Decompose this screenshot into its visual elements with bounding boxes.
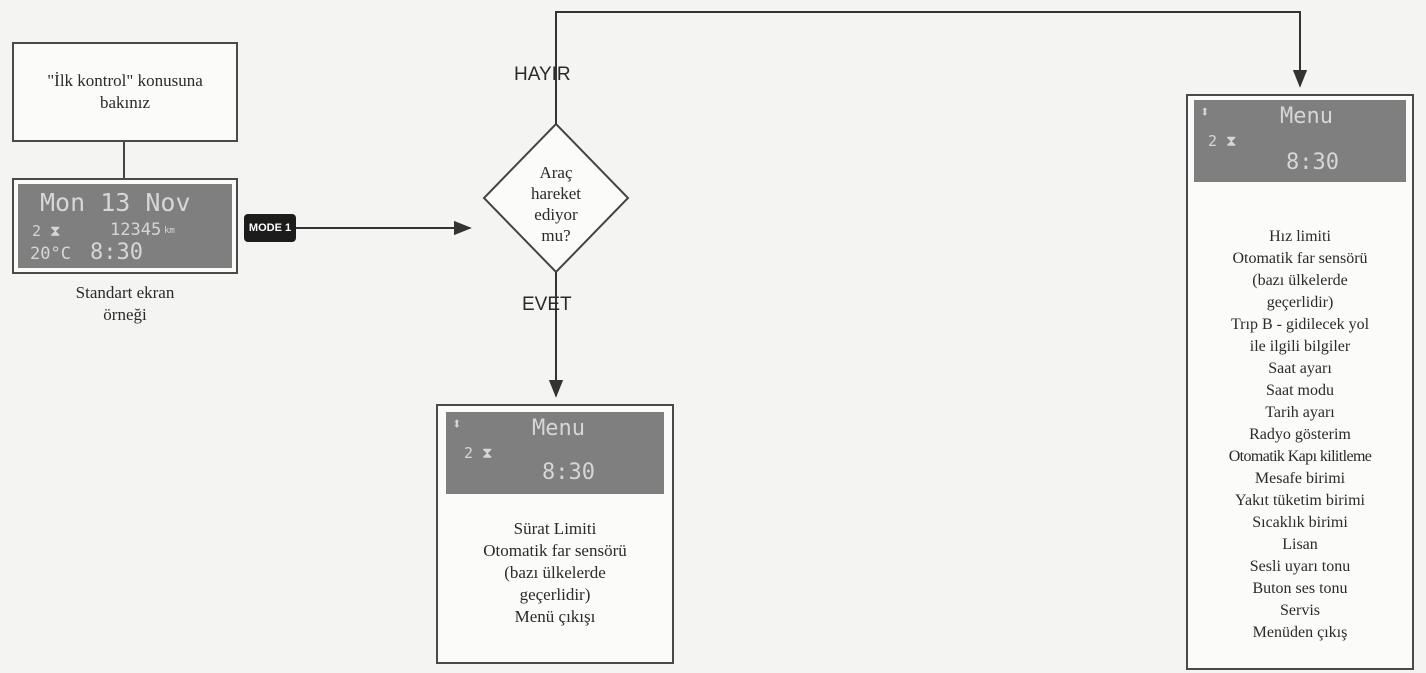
decision-line-4: mu? [541, 226, 571, 245]
menu-item: Otomatik Kapı kilitleme [1228, 448, 1372, 465]
menu-item: Yakıt tüketim birimi [1235, 492, 1365, 509]
moving-menu-box: ⬍ Menu 2 ⧗ 8:30 Sürat Limiti Otomatik fa… [436, 404, 674, 664]
menu-item: Trıp B - gidilecek yol [1230, 316, 1370, 333]
display-time: 8:30 [90, 240, 143, 265]
menu-icon-indicator: 2 ⧗ [464, 444, 493, 462]
menu-item: Radyo gösterim [1249, 426, 1351, 443]
moving-menu-lcd: ⬍ Menu 2 ⧗ 8:30 [446, 412, 664, 494]
menu-item: Buton ses tonu [1252, 580, 1348, 597]
standard-display: Mon 13 Nov 2 ⧗ 12345 km 20°C 8:30 [12, 178, 238, 274]
display-temperature: 20°C [30, 244, 71, 264]
menu-icon-indicator: 2 ⧗ [1208, 132, 1237, 150]
menu-title: Menu [1280, 104, 1333, 129]
display-icon-indicator: 2 ⧗ [32, 222, 61, 240]
menu-item: geçerlidir) [1266, 294, 1334, 311]
note-line-2: bakınız [99, 93, 151, 112]
menu-item: geçerlidir) [519, 585, 591, 604]
no-label: HAYIR [514, 64, 571, 85]
menu-item: ile ilgili bilgiler [1249, 338, 1351, 355]
menu-item: Sıcaklık birimi [1252, 514, 1348, 531]
standard-display-caption: Standart ekran örneği [12, 282, 238, 326]
stationary-menu-lcd: ⬍ Menu 2 ⧗ 8:30 [1194, 100, 1406, 182]
menu-item: Mesafe birimi [1254, 470, 1346, 487]
menu-item: Otomatik far sensörü [483, 541, 627, 560]
menu-arrows-icon: ⬍ [1200, 102, 1210, 121]
menu-item: Sürat Limiti [513, 519, 597, 538]
menu-time: 8:30 [1286, 150, 1339, 175]
menu-item: Servis [1280, 602, 1320, 619]
menu-item: Otomatik far sensörü [1232, 250, 1368, 267]
mode-1-button[interactable]: MODE 1 [244, 214, 296, 242]
menu-item: Menüden çıkış [1252, 624, 1348, 641]
menu-item: Tarih ayarı [1265, 404, 1335, 421]
display-odometer-unit: km [164, 226, 175, 236]
menu-item: Menü çıkışı [514, 607, 596, 626]
decision-line-2: hareket [530, 184, 582, 203]
decision-line-3: ediyor [534, 205, 578, 224]
menu-item: (bazı ülkelerde [504, 563, 606, 582]
menu-item: Saat modu [1266, 382, 1334, 399]
display-odometer: 12345 [110, 220, 162, 240]
menu-arrows-icon: ⬍ [452, 414, 462, 433]
display-date: Mon 13 Nov [40, 188, 191, 217]
decision-question: Araç hareket ediyor mu? [510, 162, 602, 246]
menu-item: Saat ayarı [1268, 360, 1332, 377]
menu-item: (bazı ülkelerde [1252, 272, 1348, 289]
arrow-no-branch [555, 11, 1308, 124]
stationary-menu-box: ⬍ Menu 2 ⧗ 8:30 Hız limiti Otomatik far … [1186, 94, 1414, 670]
moving-menu-list: Sürat Limiti Otomatik far sensörü (bazı … [438, 518, 672, 628]
caption-line-2: örneği [103, 305, 147, 324]
note-line-1: "İlk kontrol" konusuna [47, 71, 203, 90]
menu-item: Hız limiti [1269, 228, 1331, 245]
first-check-note: "İlk kontrol" konusuna bakınız [12, 42, 238, 142]
standard-lcd-screen: Mon 13 Nov 2 ⧗ 12345 km 20°C 8:30 [18, 184, 232, 268]
yes-label: EVET [522, 294, 572, 315]
decision-line-1: Araç [539, 163, 573, 182]
menu-item: Sesli uyarı tonu [1249, 558, 1351, 575]
menu-title: Menu [532, 416, 585, 441]
caption-line-1: Standart ekran [75, 283, 175, 302]
menu-item: Lisan [1282, 536, 1318, 553]
stationary-menu-list: Hız limiti Otomatik far sensörü (bazı ül… [1188, 226, 1412, 644]
menu-time: 8:30 [542, 460, 595, 485]
